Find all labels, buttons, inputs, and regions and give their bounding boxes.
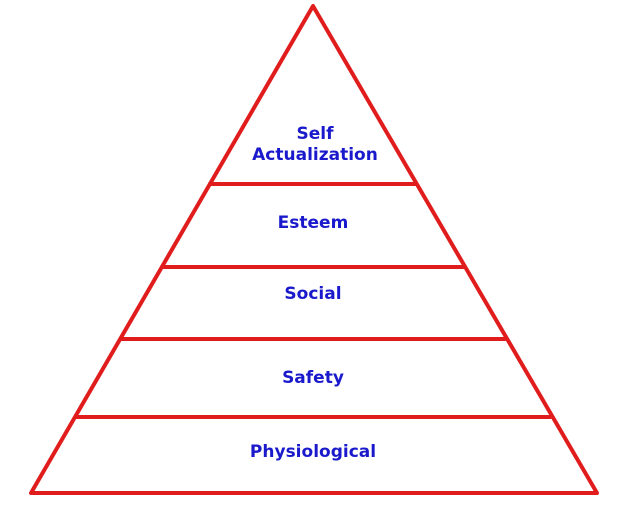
level-label-line2: Actualization [252, 145, 378, 165]
level-physiological: Physiological [249, 442, 377, 462]
level-safety: Safety [282, 368, 344, 388]
level-self-actualization: Self Actualization [165, 124, 465, 166]
level-esteem: Esteem [277, 213, 349, 233]
pyramid-triangle [29, 4, 599, 495]
level-social: Social [284, 284, 342, 304]
level-label-line1: Self [296, 124, 334, 144]
